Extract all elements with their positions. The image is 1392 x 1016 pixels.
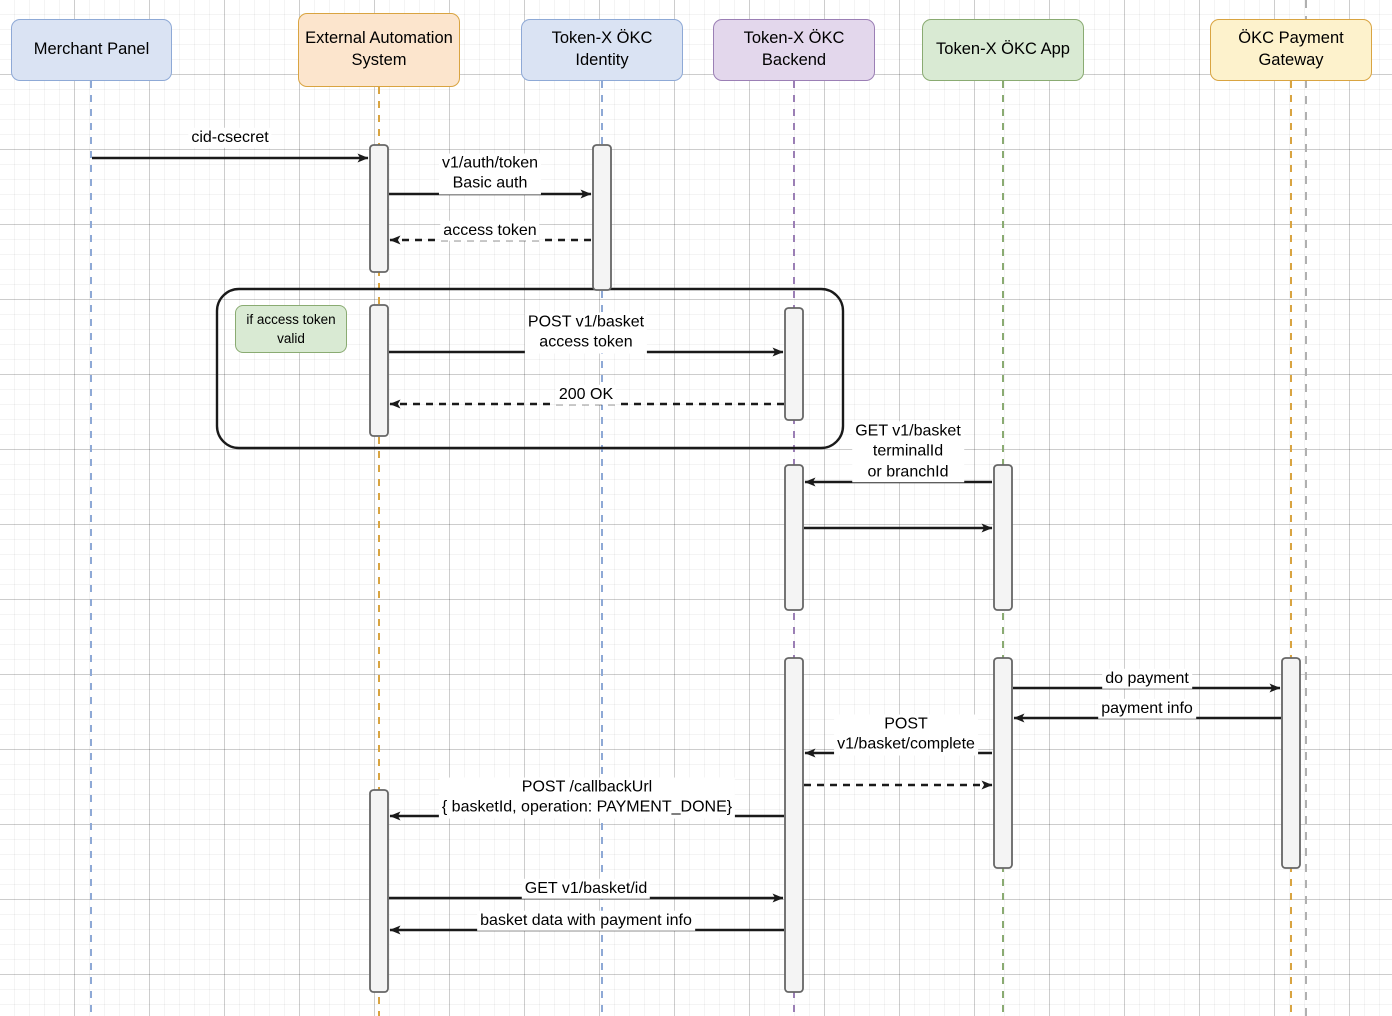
- message-label-line: POST v1/basket: [527, 313, 645, 331]
- activation-bar-token-x-okc-app: [993, 464, 1013, 611]
- alt-condition-note-line: if access token: [246, 311, 336, 327]
- message-label-line: POST: [884, 715, 928, 733]
- participant-token-x-okc-identity[interactable]: Token-X ÖKC Identity: [521, 19, 683, 81]
- participant-label: Token-X ÖKC Backend: [743, 29, 845, 69]
- participant-label: Token-X ÖKC App: [936, 40, 1070, 59]
- message-label-msg-get-basket-id: GET v1/basket/id: [521, 878, 651, 900]
- message-label-line: access token: [443, 221, 537, 239]
- message-label-line: terminalId: [872, 442, 944, 460]
- activation-bar-token-x-okc-identity: [592, 144, 612, 291]
- message-label-line: GET v1/basket/id: [524, 879, 648, 897]
- message-label-line: GET v1/basket: [855, 422, 961, 440]
- activation-bar-external-automation-system: [369, 144, 389, 273]
- combined-fragment-group: [215, 287, 845, 450]
- message-label-line: { basketId, operation: PAYMENT_DONE}: [441, 799, 733, 816]
- participant-okc-payment-gateway[interactable]: ÖKC Payment Gateway: [1210, 19, 1372, 81]
- alt-fragment-border: [215, 287, 845, 450]
- participant-label: External Automation System: [305, 29, 453, 69]
- message-label-msg-200-ok: 200 OK: [555, 384, 617, 406]
- message-label-line: v1/basket/complete: [837, 736, 975, 753]
- message-label-line: access token: [539, 334, 633, 351]
- activation-bar-token-x-okc-app: [993, 657, 1013, 869]
- message-label-line: cid-csecret: [191, 128, 269, 146]
- alt-condition-note: if access token valid: [235, 305, 347, 353]
- activation-bar-external-automation-system: [369, 304, 389, 437]
- message-label-msg-payment-info: payment info: [1098, 698, 1196, 720]
- activation-bar-token-x-okc-backend: [784, 307, 804, 421]
- participant-label: ÖKC Payment Gateway: [1238, 29, 1344, 69]
- message-label-line: 200 OK: [558, 385, 614, 403]
- message-label-msg-do-payment: do payment: [1102, 668, 1192, 690]
- message-label-line: POST /callbackUrl: [521, 778, 653, 796]
- activation-bars-group: [369, 144, 1301, 993]
- activation-bar-token-x-okc-backend: [784, 464, 804, 611]
- message-label-msg-access-token: access token: [440, 220, 540, 242]
- message-label-line: Basic auth: [452, 175, 528, 192]
- message-label-line: v1/auth/token: [441, 154, 539, 172]
- message-label-line: or branchId: [867, 463, 949, 481]
- participant-token-x-okc-backend[interactable]: Token-X ÖKC Backend: [713, 19, 875, 81]
- message-label-msg-callback: POST /callbackUrl { basketId, operation: …: [438, 777, 736, 819]
- alt-condition-note-line: valid: [277, 331, 305, 346]
- participant-token-x-okc-app[interactable]: Token-X ÖKC App: [922, 19, 1084, 81]
- participant-merchant-panel[interactable]: Merchant Panel: [11, 19, 172, 81]
- message-label-line: basket data with payment info: [480, 911, 692, 929]
- participant-label: Token-X ÖKC Identity: [551, 29, 653, 69]
- message-label-msg-cid-csecret: cid-csecret: [188, 127, 272, 149]
- message-label-msg-get-basket: GET v1/basket terminalId or branchId: [852, 421, 964, 483]
- participant-external-automation-system[interactable]: External Automation System: [298, 13, 460, 87]
- message-label-msg-post-complete: POST v1/basket/complete: [834, 714, 978, 756]
- lifelines-group: [90, 81, 1292, 1016]
- participant-label: Merchant Panel: [33, 40, 150, 59]
- message-label-line: payment info: [1101, 699, 1193, 717]
- message-label-msg-post-basket: POST v1/basket access token: [524, 312, 648, 354]
- activation-bar-external-automation-system: [369, 789, 389, 993]
- activation-bar-token-x-okc-backend: [784, 657, 804, 993]
- message-label-msg-basket-data: basket data with payment info: [477, 910, 695, 932]
- message-label-line: do payment: [1105, 669, 1189, 687]
- activation-bar-okc-payment-gateway: [1281, 657, 1301, 869]
